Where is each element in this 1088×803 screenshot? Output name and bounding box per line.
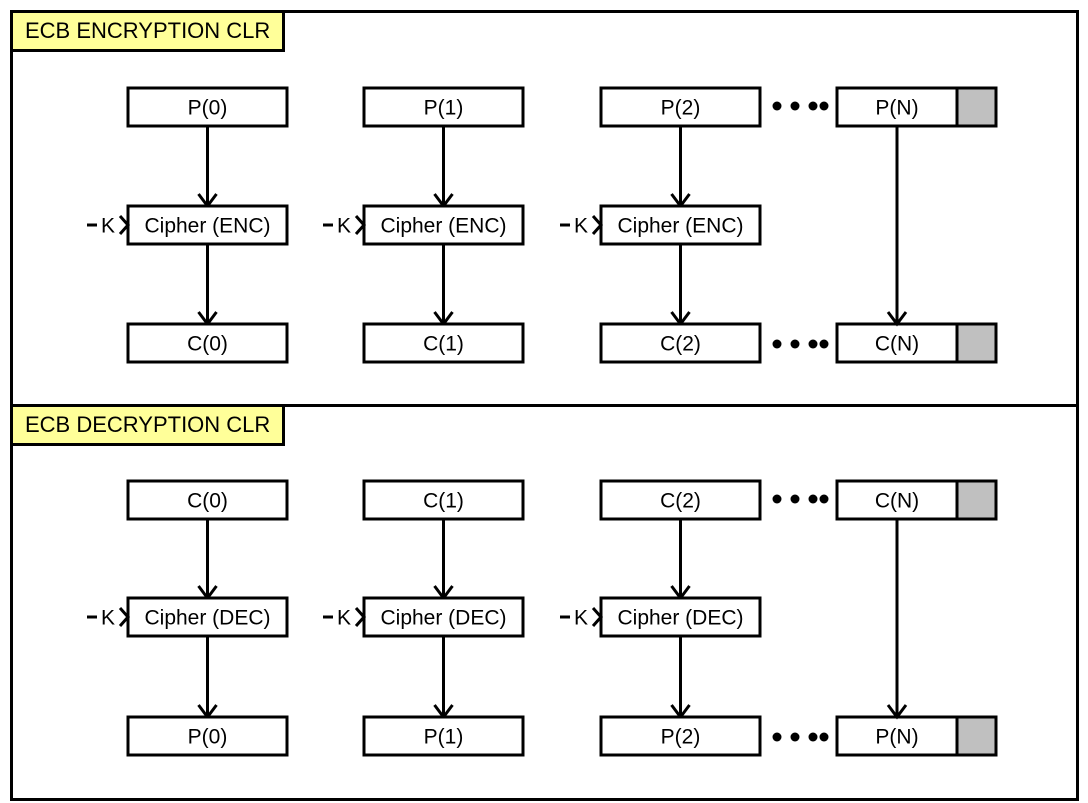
enc-input-block-2-label: P(2) — [661, 97, 701, 120]
dec-cipher-block-2 — [599, 596, 762, 638]
enc-output-ellipsis-dot-1 — [790, 339, 800, 349]
dec-key-0-head — [118, 607, 131, 627]
dec-output-block-n-padding-cell — [955, 715, 998, 757]
encryption-title: ECB ENCRYPTION CLR — [13, 13, 286, 52]
enc-output-block-n-padding-cell — [955, 322, 998, 364]
decryption-title: ECB DECRYPTION CLR — [13, 407, 286, 446]
encryption-section: ECB ENCRYPTION CLR — [13, 13, 1076, 404]
enc-key-1-label: K — [337, 215, 351, 238]
enc-input-block-n-padding-cell — [955, 86, 998, 128]
dec-input-ellipsis-dot-3 — [819, 494, 829, 504]
dec-key-0-label: K — [101, 607, 115, 630]
dec-key-2-head — [591, 607, 604, 627]
dec-output-block-n-label: P(N) — [875, 726, 918, 749]
enc-arrow-passthrough-n-head — [886, 311, 908, 327]
dec-input-block-0-label: C(0) — [187, 490, 228, 513]
dec-output-ellipsis-dot-1 — [790, 732, 800, 742]
enc-input-ellipsis-dot-0 — [772, 101, 782, 111]
dec-output-block-1-label: P(1) — [424, 726, 464, 749]
dec-output-ellipsis-dot-2 — [808, 732, 818, 742]
dec-output-block-0-label: P(0) — [188, 726, 228, 749]
enc-input-block-0-label: P(0) — [188, 97, 228, 120]
enc-output-block-1 — [362, 322, 525, 364]
dec-cipher-block-1-label: Cipher (DEC) — [380, 607, 506, 630]
dec-input-block-n-label: C(N) — [875, 490, 919, 513]
enc-output-block-n-label: C(N) — [875, 333, 919, 356]
enc-key-2-label: K — [574, 215, 588, 238]
enc-output-block-0 — [126, 322, 289, 364]
dec-input-ellipsis-dot-2 — [808, 494, 818, 504]
dec-key-1-head — [354, 607, 367, 627]
enc-input-ellipsis-dot-2 — [808, 101, 818, 111]
enc-key-1-head — [354, 215, 367, 235]
enc-key-0-label: K — [101, 215, 115, 238]
dec-key-1-label: K — [337, 607, 351, 630]
dec-output-ellipsis-dot-3 — [819, 732, 829, 742]
dec-arrow-passthrough-n-head — [886, 704, 908, 720]
dec-output-block-2-label: P(2) — [661, 726, 701, 749]
enc-input-block-2 — [599, 86, 762, 128]
dec-input-block-1-label: C(1) — [423, 490, 464, 513]
enc-input-ellipsis-dot-3 — [819, 101, 829, 111]
enc-output-block-0-label: C(0) — [187, 333, 228, 356]
enc-key-0-head — [118, 215, 131, 235]
dec-input-block-1 — [362, 479, 525, 521]
enc-cipher-block-0-label: Cipher (ENC) — [144, 215, 270, 238]
enc-cipher-block-2 — [599, 204, 762, 246]
dec-input-ellipsis-dot-1 — [790, 494, 800, 504]
enc-input-block-1-label: P(1) — [424, 97, 464, 120]
enc-cipher-block-2-label: Cipher (ENC) — [617, 215, 743, 238]
dec-input-ellipsis-dot-0 — [772, 494, 782, 504]
enc-input-block-n-label: P(N) — [875, 97, 918, 120]
enc-input-ellipsis-dot-1 — [790, 101, 800, 111]
dec-output-block-2 — [599, 715, 762, 757]
enc-output-block-1-label: C(1) — [423, 333, 464, 356]
enc-output-block-2-label: C(2) — [660, 333, 701, 356]
dec-output-block-1 — [362, 715, 525, 757]
enc-output-ellipsis-dot-2 — [808, 339, 818, 349]
enc-input-block-0 — [126, 86, 289, 128]
dec-input-block-0 — [126, 479, 289, 521]
dec-cipher-block-0-label: Cipher (DEC) — [144, 607, 270, 630]
diagram-frame: ECB ENCRYPTION CLR ECB DECRYPTION CLR — [10, 10, 1079, 801]
dec-output-block-0 — [126, 715, 289, 757]
enc-output-ellipsis-dot-0 — [772, 339, 782, 349]
dec-input-block-n-padding-cell — [955, 479, 998, 521]
decryption-section: ECB DECRYPTION CLR — [13, 404, 1076, 801]
enc-cipher-block-1-label: Cipher (ENC) — [380, 215, 506, 238]
dec-input-block-2 — [599, 479, 762, 521]
dec-input-block-2-label: C(2) — [660, 490, 701, 513]
dec-cipher-block-2-label: Cipher (DEC) — [617, 607, 743, 630]
dec-key-2-label: K — [574, 607, 588, 630]
enc-output-block-2 — [599, 322, 762, 364]
enc-output-ellipsis-dot-3 — [819, 339, 829, 349]
enc-input-block-1 — [362, 86, 525, 128]
enc-key-2-head — [591, 215, 604, 235]
dec-output-ellipsis-dot-0 — [772, 732, 782, 742]
